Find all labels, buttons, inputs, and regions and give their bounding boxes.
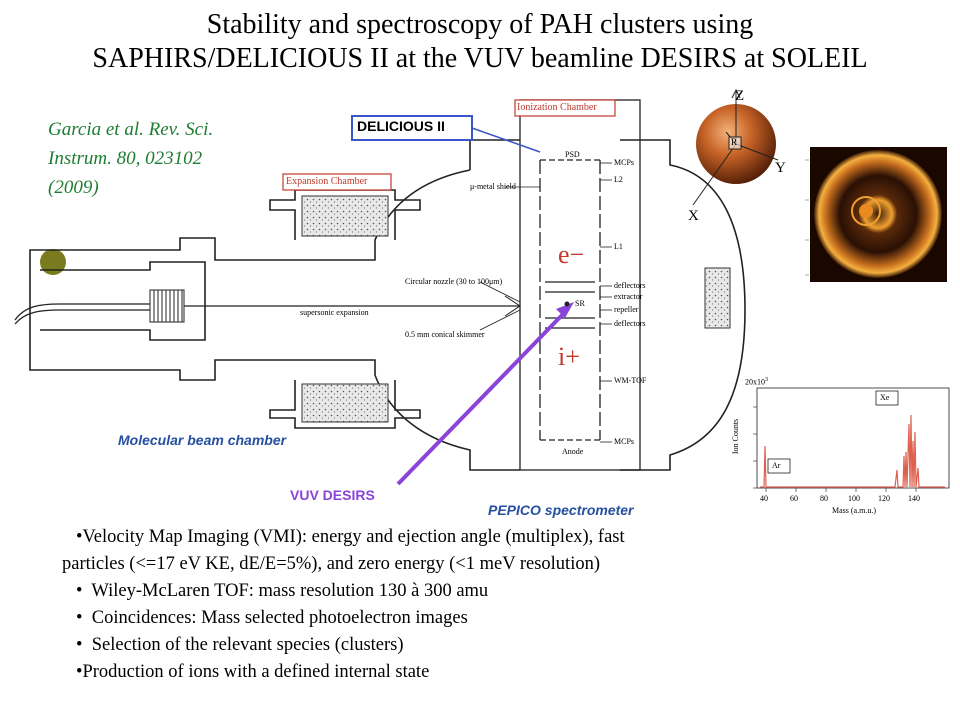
repeller-label: repeller [614, 305, 639, 314]
ar-label: Ar [772, 461, 781, 470]
reference-line-3: (2009) [48, 177, 99, 198]
extractor-label: extractor [614, 292, 643, 301]
bullet-item-production: •Production of ions with a defined inter… [76, 662, 430, 682]
expansion-window-bottom [301, 383, 389, 423]
bullet-item-vmi: •Velocity Map Imaging (VMI): energy and … [76, 527, 625, 547]
deflectors-bottom-label: deflectors [614, 319, 646, 328]
feature-bullet-list: •Velocity Map Imaging (VMI): energy and … [62, 524, 836, 686]
reference-citation: Garcia et al. Rev. Sci. Instrum. 80, 023… [48, 115, 278, 202]
spectrum-tick-100: 100 [848, 494, 860, 503]
spectrum-tick-140: 140 [908, 494, 920, 503]
spectrum-ylabel: Ion Counts [731, 418, 741, 455]
interaction-point [564, 301, 570, 307]
ion-symbol: i+ [558, 342, 580, 371]
reference-line-2: Instrum. 80, 023102 [48, 148, 203, 169]
ar-label-box [767, 458, 791, 474]
side-window [704, 267, 731, 329]
expansion-window-top [301, 195, 389, 237]
l1-label: L1 [614, 242, 623, 251]
spectrum-trace [760, 414, 945, 488]
bullet-item-vmi-cont: particles (<=17 eV KE, dE/E=5%), and zer… [62, 554, 600, 574]
axis-x-label: X [688, 208, 699, 224]
mass-spectrum-plot [753, 387, 950, 492]
delicious-connector [471, 127, 541, 153]
mu-metal-label: μ-metal shield [470, 182, 516, 191]
mcps-bottom-label: MCPs [614, 437, 635, 446]
psd-label: PSD [565, 150, 580, 159]
spectrum-y-scale: 20x103 [745, 377, 768, 387]
bullet-item-selection: • Selection of the relevant species (clu… [76, 635, 404, 655]
axes-3d [692, 88, 779, 206]
pepico-spectrometer-label: PEPICO spectrometer [488, 502, 634, 518]
supersonic-expansion-label: supersonic expansion [300, 308, 369, 317]
spectrum-xlabel: Mass (a.m.u.) [832, 506, 876, 515]
bullet-item-tof: • Wiley-McLaren TOF: mass resolution 130… [76, 581, 489, 601]
expansion-chamber-box [282, 173, 392, 191]
spectrum-tick-80: 80 [820, 494, 828, 503]
page-title-line-1: Stability and spectroscopy of PAH cluste… [206, 9, 754, 40]
bullet-item-coincidences: • Coincidences: Mass selected photoelect… [76, 608, 468, 628]
nozzle-assembly [14, 289, 521, 325]
l2-label: L2 [614, 175, 623, 184]
delicious-label: DELICIOUS II [357, 118, 445, 134]
axis-y-label: Y [775, 160, 786, 176]
xe-label-box [875, 390, 899, 406]
axis-r-label: R [731, 137, 738, 147]
electron-symbol: e− [558, 240, 585, 269]
deflectors-top-label: deflectors [614, 281, 646, 290]
ionization-chamber-label: Ionization Chamber [517, 102, 597, 113]
anode-label: Anode [562, 447, 584, 456]
vuv-desirs-label: VUV DESIRS [290, 487, 375, 503]
ionization-chamber-box [514, 99, 616, 117]
expansion-chamber-label: Expansion Chamber [286, 176, 368, 187]
vuv-beam-arrow [396, 309, 568, 486]
molecular-beam-chamber-label: Molecular beam chamber [118, 432, 287, 448]
vmi-image [814, 150, 942, 278]
sr-label: SR [575, 299, 585, 308]
spectrum-tick-120: 120 [878, 494, 890, 503]
axis-z-label: Z [735, 88, 745, 104]
wm-tof-label: WM-TOF [614, 376, 647, 385]
skimmer-label: 0.5 mm conical skimmer [405, 330, 485, 339]
chamber-outline [29, 139, 746, 471]
mcps-top-label: MCPs [614, 158, 635, 167]
reference-line-1: Garcia et al. Rev. Sci. [48, 119, 214, 140]
spectrum-tick-40: 40 [760, 494, 768, 503]
page-title-line-2: SAPHIRS/DELICIOUS II at the VUV beamline… [92, 43, 868, 74]
spectrum-tick-60: 60 [790, 494, 798, 503]
xe-label: Xe [880, 393, 890, 402]
circular-nozzle-label: Circular nozzle (30 to 100μm) [405, 277, 503, 286]
